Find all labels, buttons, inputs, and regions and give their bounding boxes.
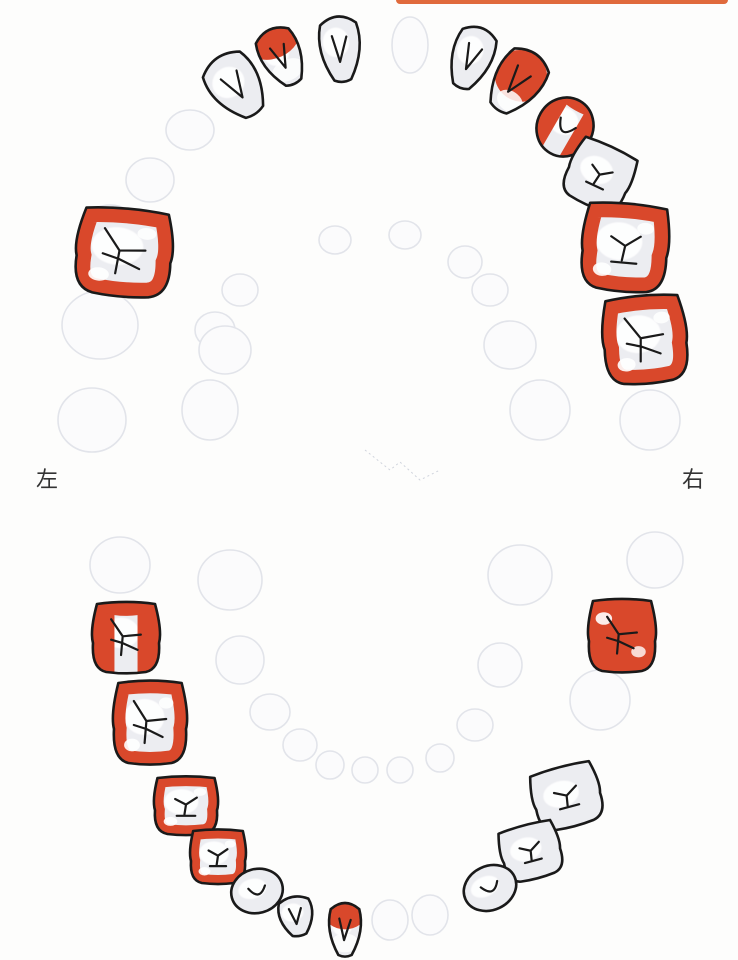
ghost-tooth-22 [250,694,290,730]
lower-right-first-premolar [154,776,218,835]
ghost-tooth-21 [216,636,264,684]
lower-right-canine [190,829,246,884]
ghost-tooth-26 [387,757,413,783]
ghost-tooth-13 [472,274,508,306]
ghost-tooth-24 [316,751,344,779]
ghost-tooth-1 [166,110,214,150]
ghost-tooth-14 [484,321,536,369]
ghost-tooth-30 [488,545,552,605]
side-label-right: 右 [682,470,704,492]
midline-mark [365,450,440,480]
ghost-tooth-19 [90,537,150,593]
ghost-tooth-8 [199,326,251,374]
ghost-tooth-23 [283,729,317,761]
ghost-tooth-29 [478,643,522,687]
ghost-tooth-33 [392,17,428,73]
lower-central-incisor-affected [324,897,366,957]
ghost-tooth-32 [412,895,448,935]
upper-right-central-incisor-b [317,15,363,84]
ghost-tooth-20 [198,550,262,610]
ghost-tooth-10 [319,226,351,254]
ghost-tooth-2 [126,158,174,202]
lower-right-first-molar [90,596,163,676]
ghost-tooth-31 [372,900,408,940]
ghost-tooth-11 [389,221,421,249]
ghost-tooth-18 [570,670,630,730]
lower-left-first-molar [588,599,656,673]
ghost-tooth-9 [182,380,238,440]
ghost-tooth-6 [222,274,258,306]
ghost-tooth-15 [510,380,570,440]
ghost-tooth-5 [58,388,126,452]
ghost-tooth-27 [426,744,454,772]
ghost-tooth-16 [620,390,680,450]
upper-right-first-molar [72,204,176,300]
ghost-tooth-17 [627,532,683,588]
ghost-tooth-12 [448,246,482,278]
ghost-tooth-28 [457,709,493,741]
side-label-left: 左 [36,470,58,492]
lower-right-second-premolar [113,681,187,765]
ghost-tooth-4 [62,291,138,359]
ghost-tooth-25 [352,757,378,783]
highlighted-teeth-layer [72,13,691,957]
upper-left-second-premolar [578,200,672,295]
upper-left-first-molar [599,292,691,387]
lower-right-central-incisor [276,894,316,939]
